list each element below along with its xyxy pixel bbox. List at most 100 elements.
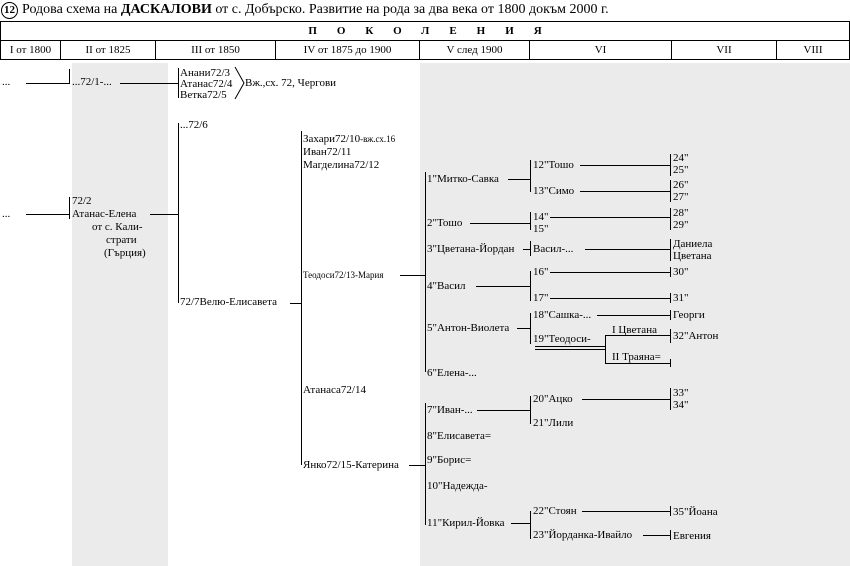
line (530, 160, 531, 192)
line (508, 179, 530, 180)
grandchild-14: 14" (533, 211, 549, 223)
child-7-ivan: 7"Иван-... (427, 404, 473, 416)
generation-column-2: II от 1825 (60, 40, 156, 60)
line (580, 165, 670, 166)
line (670, 329, 671, 343)
line (150, 214, 178, 215)
yanko-katerina: Янко72/15-Катерина (303, 459, 399, 471)
line (535, 349, 605, 350)
line (580, 191, 670, 192)
gg-34: 34" (673, 399, 689, 411)
line (670, 154, 671, 176)
line (670, 208, 671, 230)
child-6-elena: 6"Елена-... (427, 367, 477, 379)
generation-column-3: III от 1850 (155, 40, 276, 60)
zahari-name: Захари72/10 (303, 133, 361, 145)
line (670, 359, 671, 367)
child-3-tsvetana: 3"Цветана-Йордан (427, 243, 515, 255)
gg-25: 25" (673, 164, 689, 176)
anani-72-3: Анани72/3 (180, 67, 231, 79)
line (670, 180, 671, 202)
line (643, 535, 670, 536)
child-11-kiril: 11"Кирил-Йовка (427, 517, 505, 529)
child-9-boris: 9"Борис= (427, 454, 472, 466)
atanas-from-line3: (Гърция) (104, 247, 146, 259)
line (477, 410, 530, 411)
generation-column-4: IV от 1875 до 1900 (275, 40, 420, 60)
line (178, 68, 179, 98)
gen1-dots-top: ... (2, 76, 11, 88)
evgenia: Евгения (673, 530, 711, 542)
gg-24: 24" (673, 152, 689, 164)
generation-band-ii (72, 63, 168, 566)
atanasa-72-14: Атанаса72/14 (303, 384, 366, 396)
spouse-i-tsvetana: I Цветана (612, 324, 657, 336)
child-1-mitko: 1"Митко-Савка (427, 173, 499, 185)
family-name: ДАСКАЛОВИ (120, 2, 212, 17)
line (530, 271, 531, 301)
line (476, 286, 530, 287)
daniela: Даниела (673, 238, 713, 250)
line (26, 83, 69, 84)
gg-33: 33" (673, 387, 689, 399)
line (523, 249, 530, 250)
gg-35-yoana: 35"Йоана (673, 506, 718, 518)
line (582, 399, 670, 400)
title-suffix: от с. Добърско. Развитие на рода за два … (211, 2, 609, 17)
line (670, 530, 671, 540)
line (470, 223, 530, 224)
gg-27: 27" (673, 191, 689, 203)
generation-column-1: I от 1800 (0, 40, 61, 60)
child-2-tosho: 2"Тошо (427, 217, 463, 229)
grandchild-13-simo: 13"Симо (533, 185, 575, 197)
grandchild-20-atsko: 20"Ацко (533, 393, 573, 405)
line (69, 197, 70, 219)
see-scheme-72-note: Вж.,сх. 72, Чергови (245, 77, 337, 89)
ivan-72-11: Иван72/11 (303, 146, 352, 158)
line (670, 267, 671, 277)
atanas-number: 72/2 (72, 195, 92, 207)
tsvetana: Цветана (673, 250, 712, 262)
grandchild-19-teodosi: 19"Теодоси- (533, 333, 591, 345)
line (670, 310, 671, 320)
grandchild-23-yordanka: 23"Йорданка-Ивайло (533, 529, 633, 541)
spouse-ii-trayana: II Траяна= (612, 351, 661, 363)
gg-26: 26" (673, 179, 689, 191)
line (530, 212, 531, 230)
teodosi-maria: Теодоси72/13-Мария (303, 270, 384, 280)
grandchild-12-tosho: 12"Тошо (533, 159, 574, 171)
line (178, 123, 179, 303)
generation-column-7: VII (671, 40, 777, 60)
gg-29: 29" (673, 219, 689, 231)
line (26, 214, 69, 215)
line (409, 465, 425, 466)
line (425, 403, 426, 525)
georgi: Георги (673, 309, 705, 321)
person-72-6: ...72/6 (180, 119, 208, 131)
brace-icon (234, 66, 245, 100)
line (605, 335, 606, 363)
child-8-elisaveta: 8"Елисавета= (427, 430, 492, 442)
atanas-72-4: Атанас72/4 (180, 78, 233, 90)
grandchild-22-stoyan: 22"Стоян (533, 505, 577, 517)
line (301, 131, 302, 465)
atanas-from-line2: страти (106, 234, 137, 246)
velyu-elisaveta: 72/7Велю-Елисавета (180, 296, 277, 308)
line (530, 511, 531, 539)
child-10-nadezhda: 10"Надежда- (427, 480, 488, 492)
line (511, 523, 530, 524)
line (605, 335, 670, 336)
grandchild-21-lili: 21"Лили (533, 417, 574, 429)
line (670, 239, 671, 261)
line (425, 172, 426, 372)
family-tree: ... ... ...72/1-... 72/2 Атанас-Елена от… (0, 63, 850, 566)
line (530, 313, 531, 344)
zahari-note: -вж.сх.16 (360, 134, 396, 144)
line (400, 275, 425, 276)
title-prefix: Родова схема на (22, 2, 121, 17)
generation-band-v-viii (420, 63, 850, 566)
gen1-dots-mid: ... (2, 208, 11, 220)
atanas-elena: Атанас-Елена (72, 208, 137, 220)
